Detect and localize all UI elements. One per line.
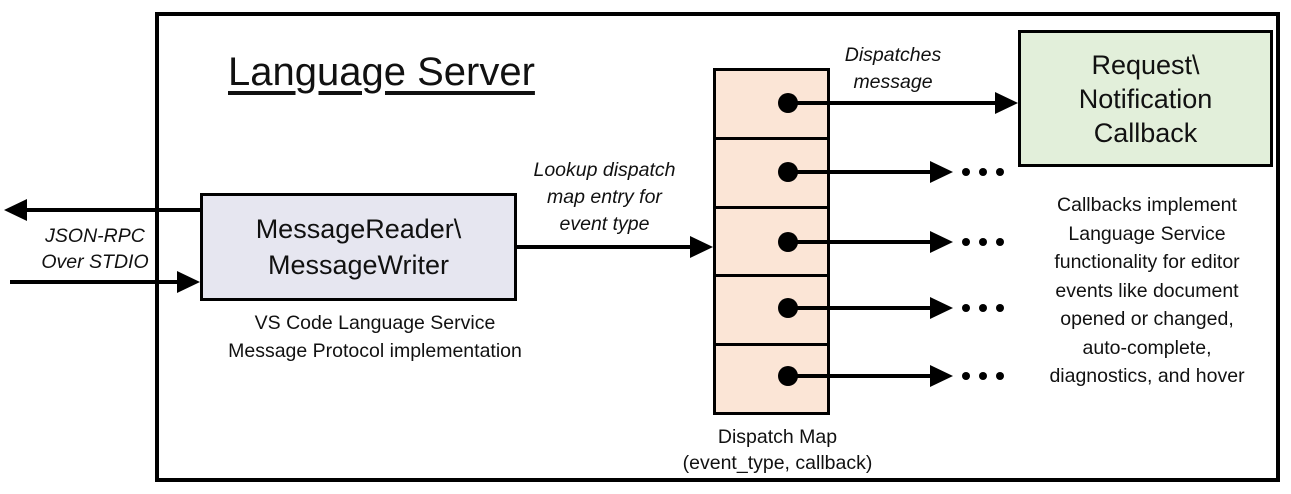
dispatch-map-caption-line1: Dispatch Map xyxy=(717,426,838,448)
callbacks-note: Callbacks implement Language Service fun… xyxy=(1010,191,1284,391)
reader-caption-line1: VS Code Language Service xyxy=(254,312,496,334)
stdio-out-arrow-line xyxy=(20,208,200,212)
callback-box-line1: Request\ xyxy=(1091,49,1200,80)
callbacks-note-line4: events like document xyxy=(1055,279,1239,302)
lookup-arrow-line xyxy=(517,245,693,249)
dispatch-arrowhead-icon xyxy=(930,161,953,183)
callbacks-note-line1: Callbacks implement xyxy=(1057,194,1237,216)
dispatch-cell xyxy=(716,139,827,209)
dispatch-arrow-line xyxy=(788,306,932,310)
dispatch-cell xyxy=(716,71,827,140)
dispatch-arrowhead-icon xyxy=(930,231,953,253)
dispatch-arrowhead-icon xyxy=(930,365,953,387)
ellipsis-icon xyxy=(962,372,1004,380)
stdio-out-arrowhead-icon xyxy=(4,199,27,221)
ellipsis-icon xyxy=(962,168,1004,176)
reader-box-line1: MessageReader\ xyxy=(255,214,462,244)
stdio-in-arrow-line xyxy=(10,280,180,284)
reader-caption-line2: Message Protocol implementation xyxy=(228,340,522,362)
lookup-label: Lookup dispatch map entry for event type xyxy=(512,157,697,238)
callbacks-note-line3: functionality for editor xyxy=(1054,251,1240,273)
dispatch-arrow-line xyxy=(788,240,932,244)
json-rpc-label-line1: JSON-RPC xyxy=(45,225,145,247)
dispatches-label-line2: message xyxy=(853,71,933,93)
dispatches-label-line1: Dispatches xyxy=(844,44,942,66)
callback-box-line2: Notification xyxy=(1078,83,1213,114)
lookup-arrowhead-icon xyxy=(690,236,713,258)
json-rpc-label: JSON-RPC Over STDIO xyxy=(25,223,165,275)
lookup-label-line3: event type xyxy=(559,213,650,235)
callbacks-note-line6: auto-complete, xyxy=(1082,336,1212,359)
request-notification-callback-box: Request\ Notification Callback xyxy=(1018,30,1273,167)
dispatches-message-label: Dispatches message xyxy=(823,42,963,96)
callbacks-note-line2: Language Service xyxy=(1068,222,1226,245)
lookup-label-line1: Lookup dispatch xyxy=(533,159,676,181)
message-reader-writer-box: MessageReader\ MessageWriter xyxy=(200,193,517,301)
dispatch-arrowhead-icon xyxy=(995,92,1018,114)
stdio-in-arrowhead-icon xyxy=(177,271,200,293)
lookup-label-line2: map entry for xyxy=(547,186,662,208)
ellipsis-icon xyxy=(962,304,1004,312)
reader-box-line2: MessageWriter xyxy=(267,250,450,280)
diagram-title: Language Server xyxy=(228,50,535,94)
callbacks-note-line5: opened or changed, xyxy=(1060,308,1234,330)
callbacks-note-line7: diagnostics, and hover xyxy=(1049,365,1245,387)
dispatch-map-table xyxy=(713,68,830,415)
ellipsis-icon xyxy=(962,238,1004,246)
dispatch-arrowhead-icon xyxy=(930,297,953,319)
json-rpc-label-line2: Over STDIO xyxy=(41,251,149,273)
dispatch-arrow-line xyxy=(788,170,932,174)
dispatch-arrow-line xyxy=(788,101,998,105)
callback-box-line3: Callback xyxy=(1093,117,1198,148)
dispatch-map-caption: Dispatch Map (event_type, callback) xyxy=(655,424,900,476)
dispatch-cell xyxy=(716,277,827,347)
dispatch-cell xyxy=(716,346,827,412)
reader-caption: VS Code Language Service Message Protoco… xyxy=(205,309,545,365)
dispatch-map-caption-line2: (event_type, callback) xyxy=(682,452,873,474)
dispatch-arrow-line xyxy=(788,374,932,378)
